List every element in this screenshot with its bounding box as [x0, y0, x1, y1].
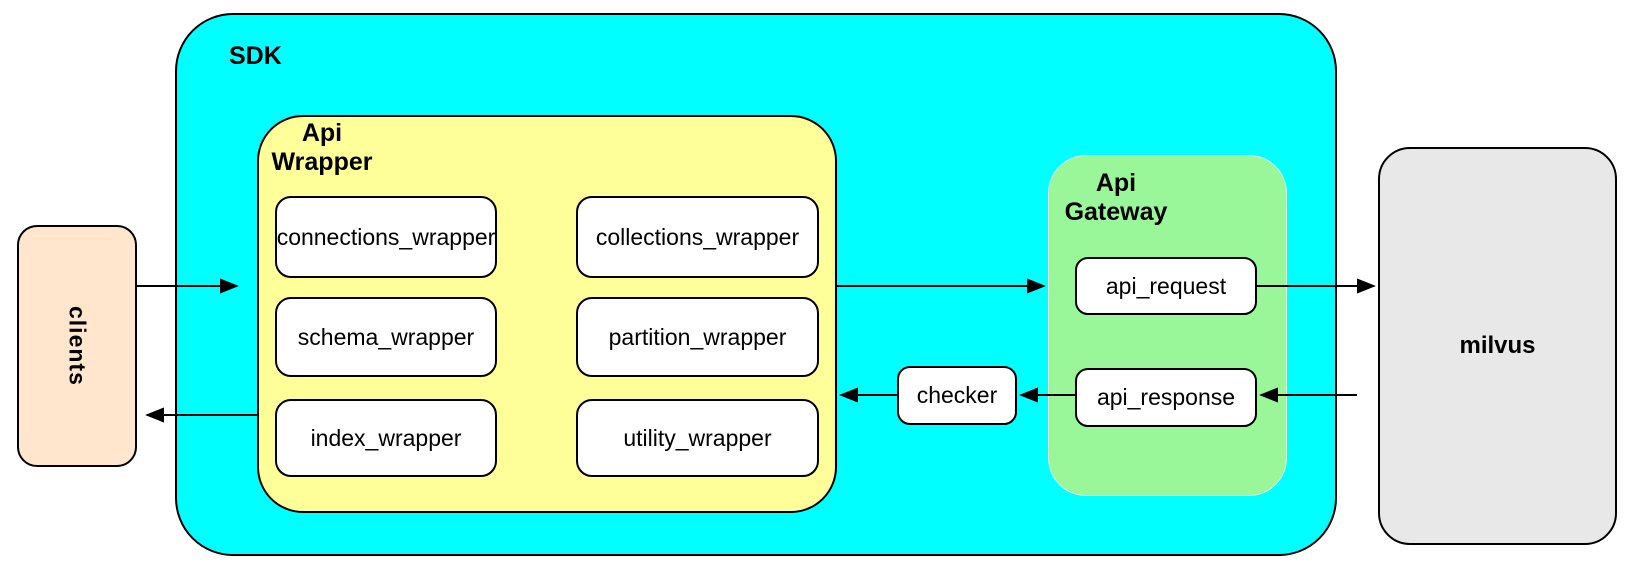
node-index-wrapper: index_wrapper — [275, 399, 497, 477]
node-milvus: milvus — [1378, 147, 1617, 545]
api-gateway-container: Api Gateway — [1048, 155, 1287, 496]
node-clients: clients — [17, 225, 137, 467]
api-gateway-label: Api Gateway — [1064, 169, 1168, 226]
node-checker: checker — [897, 366, 1017, 425]
sdk-label: SDK — [229, 42, 282, 70]
node-schema-wrapper: schema_wrapper — [275, 297, 497, 377]
node-partition-wrapper: partition_wrapper — [576, 297, 819, 377]
api-wrapper-label: Api Wrapper — [271, 119, 373, 176]
node-connections-wrapper: connections_wrapper — [275, 196, 497, 278]
milvus-label: milvus — [1459, 332, 1536, 359]
clients-label: clients — [64, 306, 91, 386]
node-utility-wrapper: utility_wrapper — [576, 399, 819, 477]
node-api-request: api_request — [1075, 257, 1257, 315]
node-collections-wrapper: collections_wrapper — [576, 196, 819, 278]
node-api-response: api_response — [1075, 368, 1257, 427]
